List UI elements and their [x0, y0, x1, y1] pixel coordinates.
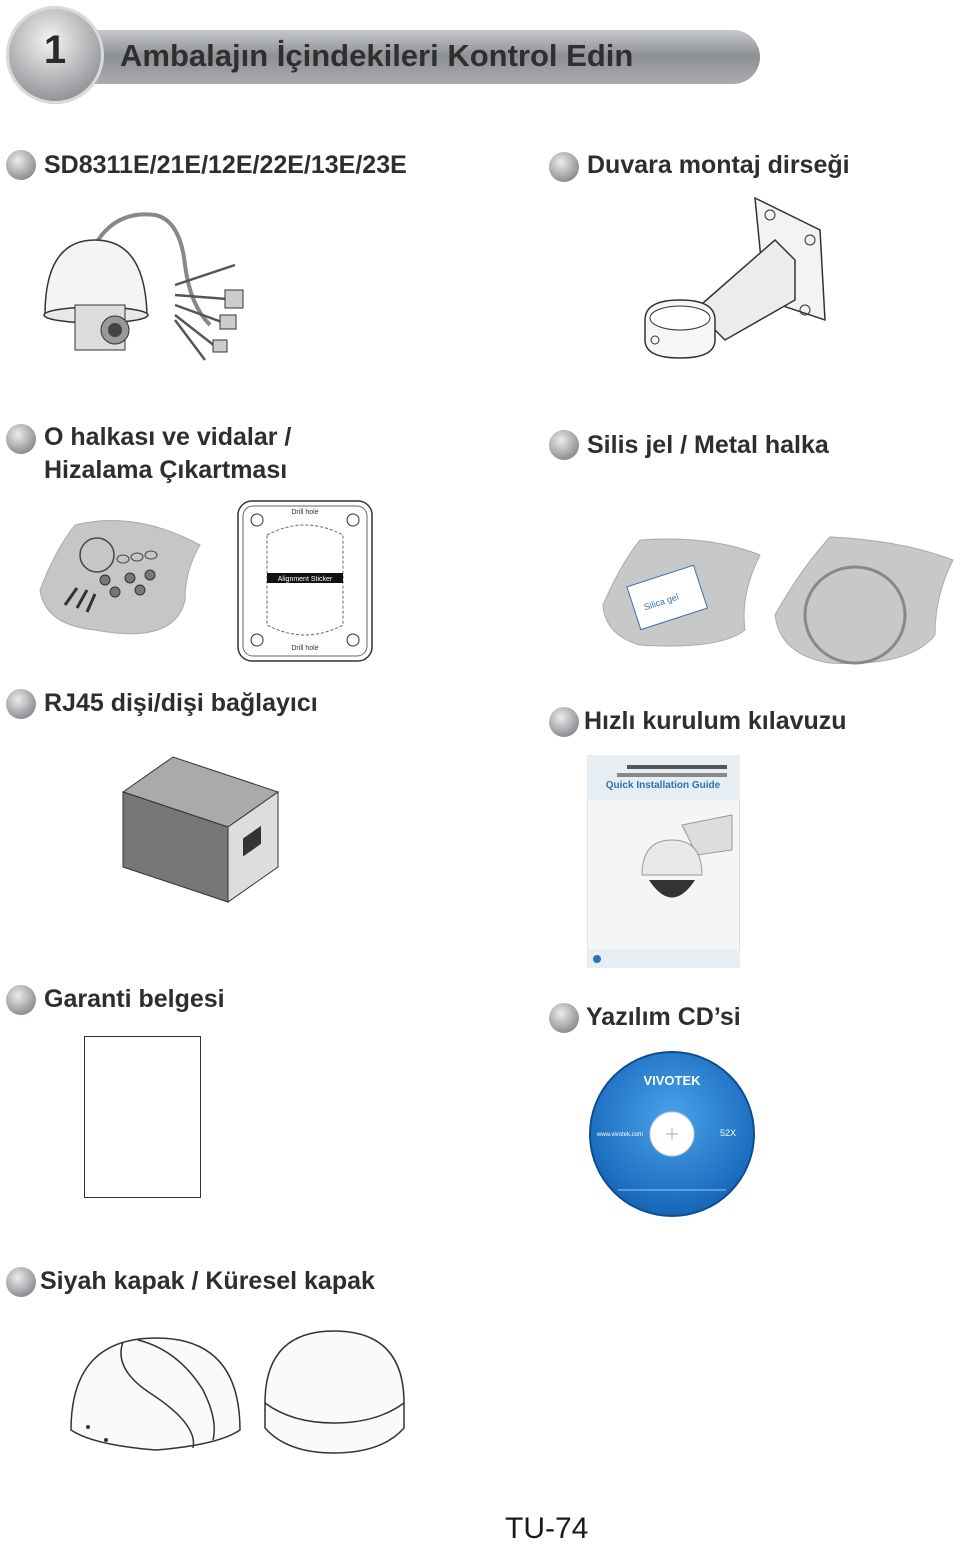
bracket-illustration	[644, 196, 826, 359]
alignment-sticker-illustration: Drill hole Alignment Sticker Drill hole	[237, 500, 373, 662]
page-title: Ambalajın İçindekileri Kontrol Edin	[120, 38, 634, 73]
step-number: 1	[43, 28, 67, 72]
software-cd-illustration: VIVOTEK www.vivotek.com 52X	[589, 1051, 755, 1217]
guide-title: Quick Installation Guide	[606, 780, 721, 791]
item-label-cd: Yazılım CD’si	[586, 1003, 741, 1031]
bullet-icon	[549, 1003, 579, 1033]
step-badge: 1	[6, 6, 104, 104]
silica-gel-illustration: Silica gel	[602, 538, 761, 647]
page-number: TU-74	[505, 1512, 589, 1545]
item-label-bracket: Duvara montaj dirseği	[587, 151, 850, 179]
item-label-covers: Siyah kapak / Küresel kapak	[40, 1267, 375, 1295]
drill-hole-bottom: Drill hole	[291, 645, 318, 652]
alignment-sticker-label: Alignment Sticker	[278, 576, 333, 583]
screws-bag-illustration	[39, 520, 201, 635]
cd-speed: 52X	[720, 1128, 736, 1138]
item-label-rj45: RJ45 dişi/dişi bağlayıcı	[44, 689, 318, 717]
bullet-icon	[6, 150, 36, 180]
dome-cover-illustration	[264, 1330, 405, 1454]
item-label-camera: SD8311E/21E/12E/22E/13E/23E	[44, 151, 407, 179]
rj45-coupler-illustration	[121, 756, 280, 903]
cd-url: www.vivotek.com	[596, 1132, 643, 1138]
metal-ring-illustration	[774, 536, 954, 665]
drill-hole-top: Drill hole	[291, 509, 318, 516]
bullet-icon	[549, 707, 579, 737]
item-label-screws-line1: O halkası ve vidalar /	[44, 423, 292, 451]
bullet-icon	[6, 985, 36, 1015]
cd-brand: VIVOTEK	[643, 1073, 701, 1088]
bullet-icon	[549, 152, 579, 182]
bullet-icon	[549, 430, 579, 460]
bullet-icon	[6, 689, 36, 719]
item-label-warranty: Garanti belgesi	[44, 985, 225, 1013]
item-label-guide: Hızlı kurulum kılavuzu	[584, 707, 847, 735]
quick-guide-illustration: Quick Installation Guide	[587, 755, 740, 968]
warranty-card-illustration	[84, 1036, 201, 1198]
item-label-screws-line2: Hizalama Çıkartması	[44, 456, 288, 484]
bullet-icon	[6, 1267, 36, 1297]
camera-illustration	[43, 212, 244, 361]
bullet-icon	[6, 424, 36, 454]
item-label-silica: Silis jel / Metal halka	[587, 431, 829, 459]
black-cover-illustration	[70, 1337, 241, 1451]
header-bar	[60, 30, 760, 84]
